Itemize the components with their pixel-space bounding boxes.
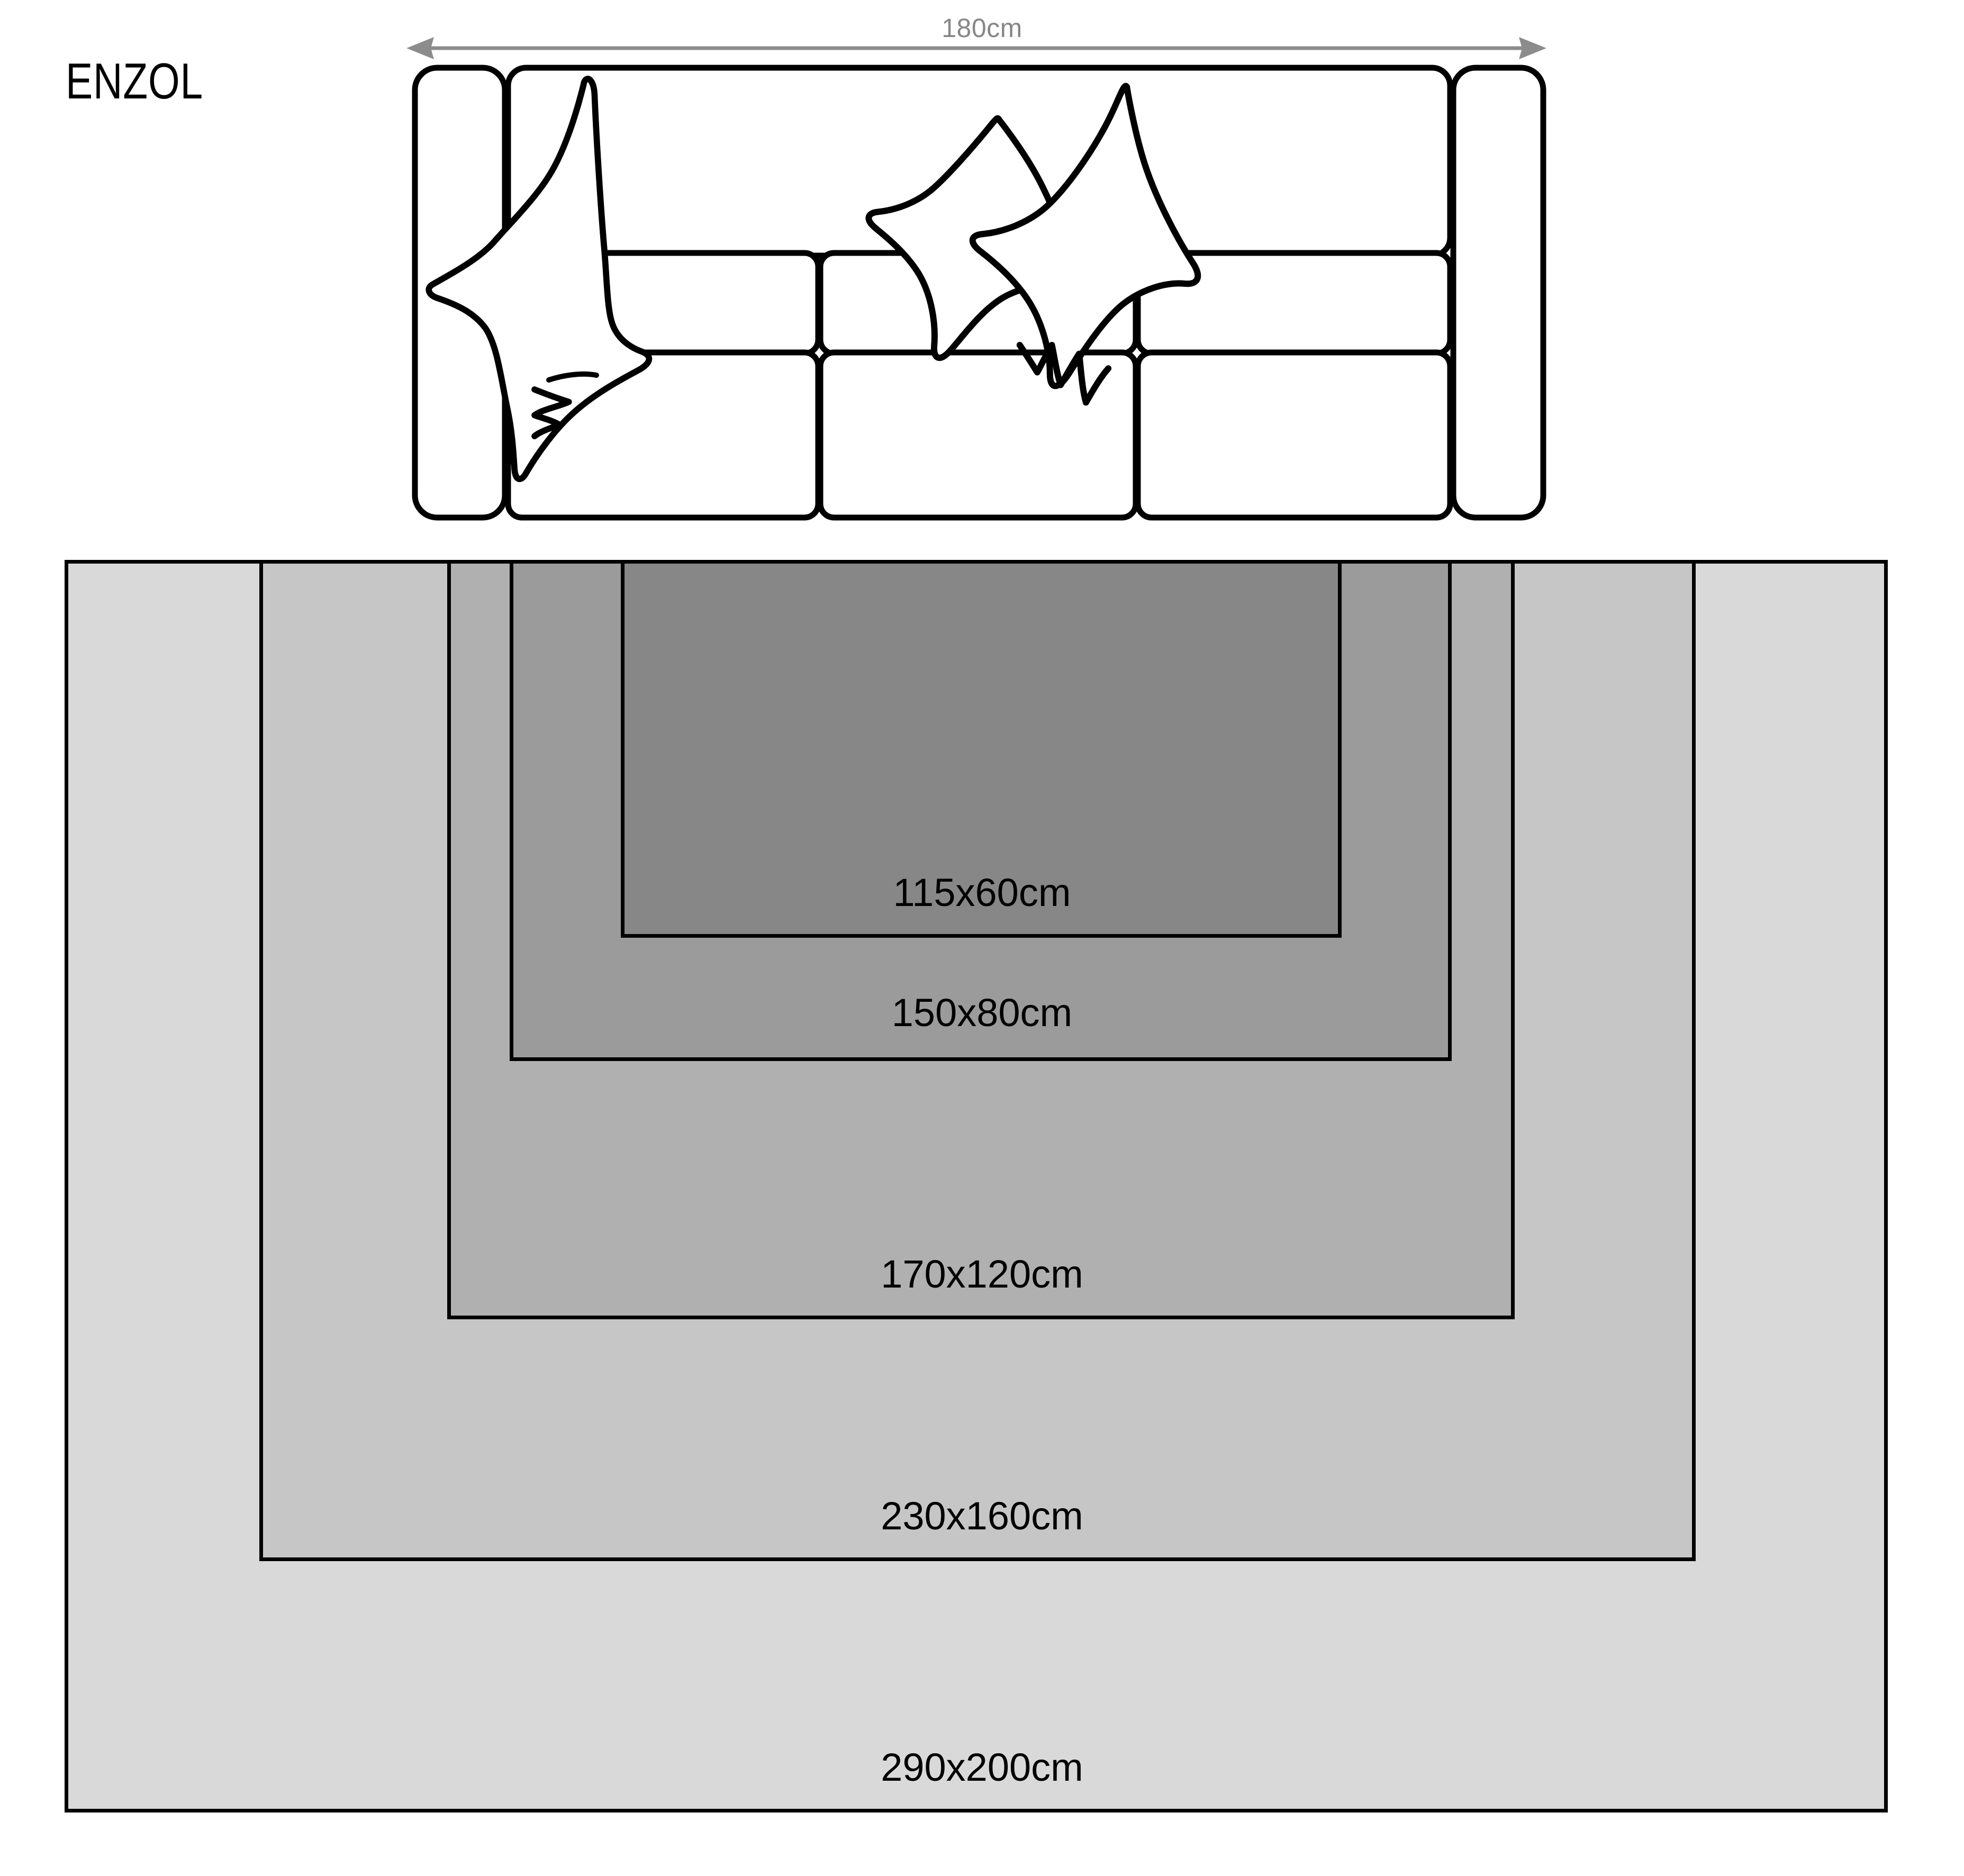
rug-rect-115x60[interactable] (621, 560, 1342, 938)
throw-pillow-right-front (969, 83, 1201, 406)
right-armrest (1450, 65, 1546, 521)
sofa-width-label: 180cm (942, 13, 1022, 43)
seat-cushion-right (1135, 349, 1453, 521)
sofa-top-view-icon (412, 65, 1546, 521)
double-headed-arrow-icon (406, 37, 1546, 59)
throw-pillow-left (426, 76, 653, 482)
page-title: ENZOL (66, 53, 204, 110)
seat-cushion-center (817, 349, 1139, 521)
